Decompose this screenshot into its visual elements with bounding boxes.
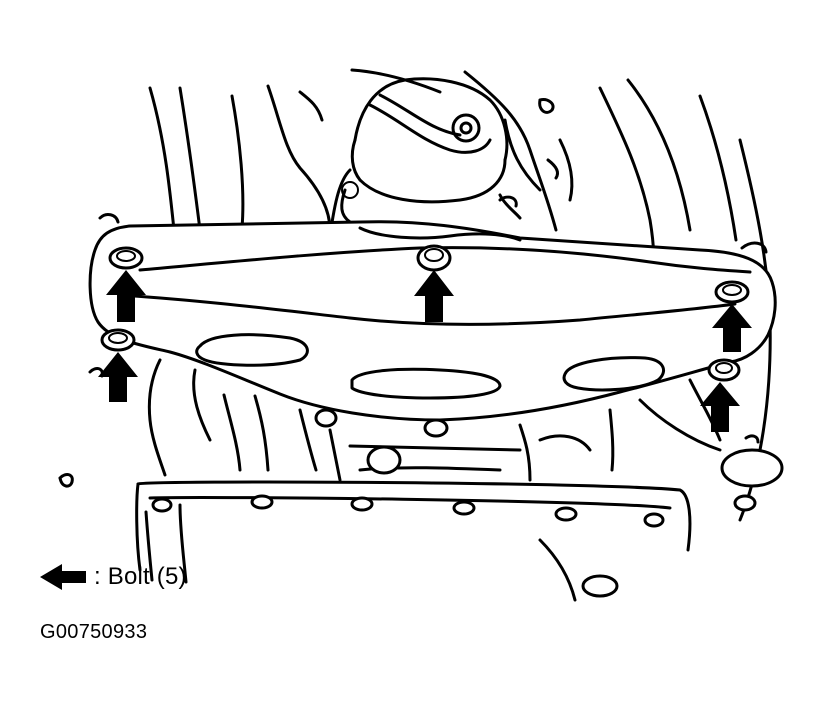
arrow-left-icon bbox=[40, 564, 86, 590]
bolt-head bbox=[707, 358, 741, 382]
arrow-up-icon bbox=[98, 352, 138, 402]
bolt-head bbox=[108, 246, 144, 270]
oil-pan-assembly bbox=[135, 358, 722, 602]
bolt-head bbox=[714, 280, 750, 304]
bolt-heads bbox=[100, 244, 750, 382]
upper-engine-mount bbox=[340, 77, 522, 224]
bolt-callouts bbox=[98, 270, 752, 432]
right-side-details bbox=[58, 195, 784, 512]
arrow-up-icon bbox=[712, 304, 752, 352]
bolt-head bbox=[416, 244, 452, 272]
legend: : Bolt (5) bbox=[38, 560, 187, 594]
figure-id: G00750933 bbox=[40, 621, 148, 643]
arrow-up-icon bbox=[414, 270, 454, 322]
arrow-up-icon bbox=[106, 270, 146, 322]
bolt-head bbox=[100, 328, 136, 352]
legend-label: : Bolt (5) bbox=[94, 563, 187, 590]
arrow-up-icon bbox=[700, 382, 740, 432]
